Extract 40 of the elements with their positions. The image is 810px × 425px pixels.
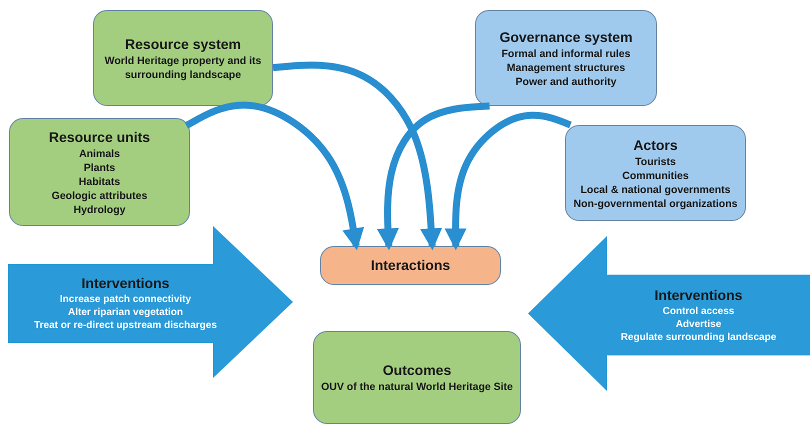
curved-arrow: [444, 112, 572, 250]
node-title: Resource system: [125, 34, 241, 52]
node-title: Interventions: [82, 274, 170, 292]
node-text: Advertise: [676, 318, 722, 330]
node-text: Non-governmental organizations: [574, 196, 738, 210]
node-text: Treat or re-direct upstream discharges: [34, 319, 217, 332]
node-title: Interventions: [654, 286, 742, 304]
node-text: Increase patch connectivity: [60, 293, 192, 306]
node-text: Tourists: [635, 154, 676, 168]
node-text: Geologic attributes: [52, 188, 148, 202]
node-text: Habitats: [78, 174, 120, 188]
curved-arrow: [184, 102, 364, 250]
node-text: Plants: [84, 160, 116, 174]
node-text: Formal and informal rules: [502, 46, 630, 60]
node-text: Hydrology: [74, 202, 126, 216]
resource-units-box: [9, 118, 190, 226]
node-text: Control access: [662, 304, 734, 318]
node-text: World Heritage property and its surrounding landscape: [104, 54, 262, 82]
resource-system-box: [93, 10, 273, 106]
curved-arrow: [272, 62, 442, 250]
node-title: Interactions: [370, 256, 450, 274]
node-text: Animals: [79, 146, 120, 160]
node-title: Outcomes: [382, 361, 452, 379]
actors-box: [565, 125, 746, 221]
node-text: Power and authority: [516, 74, 616, 88]
node-text: OUV of the natural World Heritage Site: [321, 380, 513, 394]
interactions-box: [320, 246, 501, 285]
governance-box: [475, 10, 657, 106]
node-title: Governance system: [499, 28, 633, 46]
node-text: Local & national governments: [580, 182, 730, 196]
outcomes-box: [313, 331, 521, 424]
node-title: Resource units: [48, 128, 150, 146]
curved-arrow: [376, 102, 490, 250]
interventions-panel: [528, 236, 810, 391]
node-text: Regulate surrounding landscape: [620, 330, 776, 344]
node-text: Communities: [622, 168, 689, 182]
node-title: Actors: [633, 136, 678, 154]
node-text: Alter riparian vegetation: [68, 306, 184, 319]
node-text: Management structures: [506, 60, 626, 74]
interventions-panel: [8, 226, 293, 378]
